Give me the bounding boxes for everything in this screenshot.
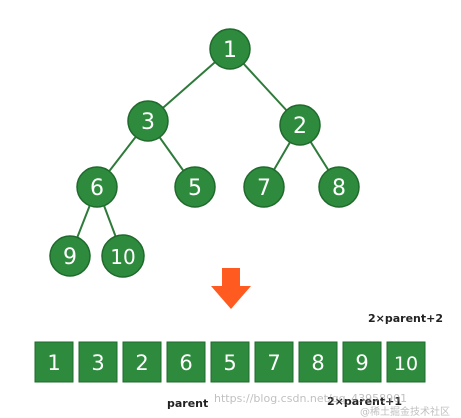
array-cell-label: 5	[223, 351, 236, 375]
array-cell: 7	[254, 341, 294, 383]
array-cell: 1	[34, 341, 74, 383]
node-label: 8	[332, 176, 346, 201]
node-label: 7	[257, 176, 271, 201]
node-label: 1	[223, 38, 237, 63]
array-cell: 5	[210, 341, 250, 383]
array-cell: 10	[386, 341, 426, 383]
array-row: 1 3 2 6 5 7 8 9	[34, 341, 426, 383]
tree-node: 1	[209, 28, 251, 70]
tree-node: 3	[127, 100, 169, 142]
array-cell: 3	[78, 341, 118, 383]
node-label: 3	[141, 110, 155, 135]
array-cell-label: 7	[267, 351, 280, 375]
parent-label: parent	[167, 397, 209, 410]
array-cell-label: 1	[47, 351, 60, 375]
array-cell: 2	[122, 341, 162, 383]
node-label: 5	[188, 176, 202, 201]
tree-node: 5	[174, 166, 216, 208]
array-cell-label: 6	[179, 351, 192, 375]
tree-node: 7	[243, 166, 285, 208]
array-cell: 8	[298, 341, 338, 383]
array-cell-label: 3	[91, 351, 104, 375]
array-cell: 9	[342, 341, 382, 383]
tree-node: 9	[49, 235, 91, 277]
tree-node: 8	[318, 166, 360, 208]
array-cell-label: 9	[355, 351, 368, 375]
array-cell-label: 8	[311, 351, 324, 375]
down-arrow-icon	[211, 268, 251, 309]
right-child-formula: 2×parent+2	[368, 312, 444, 325]
node-label: 2	[293, 114, 307, 139]
tree-nodes: 1 3 2 6 5 7 8 9	[49, 28, 360, 278]
node-label: 6	[90, 176, 104, 201]
tree-node: 2	[279, 104, 321, 146]
tree-edges	[69, 48, 340, 257]
array-cell: 6	[166, 341, 206, 383]
left-child-formula: 2×parent+1	[327, 395, 403, 408]
array-cell-label: 10	[394, 353, 418, 375]
node-label: 10	[110, 245, 135, 269]
watermark-community: @稀土掘金技术社区	[360, 407, 450, 418]
node-label: 9	[63, 245, 77, 270]
watermark-url: https://blog.csdn.net/qq_43958901	[214, 392, 408, 405]
tree-node: 6	[76, 166, 118, 208]
array-cell-label: 2	[135, 351, 148, 375]
tree-node: 10	[101, 234, 145, 278]
